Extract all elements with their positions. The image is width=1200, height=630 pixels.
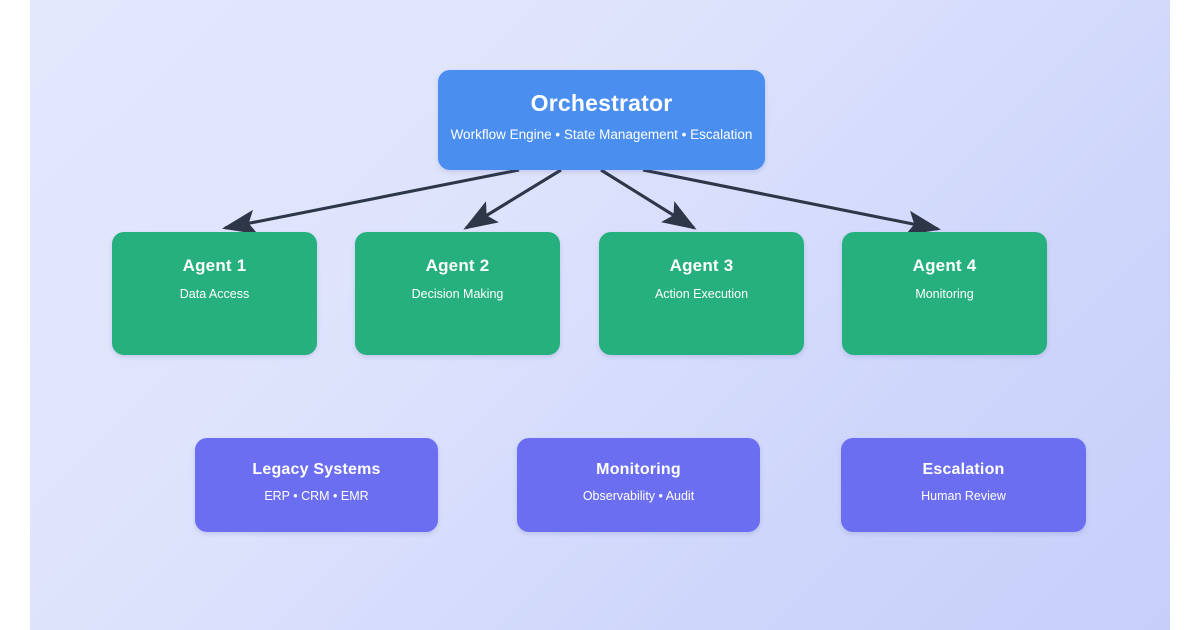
agent-4-subtitle: Monitoring: [915, 286, 974, 301]
agent-1-title: Agent 1: [182, 256, 247, 275]
node-monitoring[interactable]: Monitoring Observability • Audit: [517, 438, 760, 532]
escalation-title: Escalation: [922, 461, 1005, 478]
node-agent-4[interactable]: Agent 4 Monitoring: [842, 232, 1047, 355]
monitoring-subtitle: Observability • Audit: [582, 489, 695, 504]
agent-2-subtitle: Decision Making: [411, 286, 504, 301]
node-agent-3[interactable]: Agent 3 Action Execution: [599, 232, 804, 355]
monitoring-title: Monitoring: [596, 461, 681, 478]
legacy-systems-title: Legacy Systems: [252, 461, 381, 478]
node-agent-1[interactable]: Agent 1 Data Access: [112, 232, 317, 355]
agent-2-title: Agent 2: [425, 256, 490, 275]
node-agent-2[interactable]: Agent 2 Decision Making: [355, 232, 560, 355]
node-orchestrator[interactable]: Orchestrator Workflow Engine • State Man…: [438, 70, 765, 170]
agent-1-subtitle: Data Access: [179, 286, 250, 301]
node-legacy-systems[interactable]: Legacy Systems ERP • CRM • EMR: [195, 438, 438, 532]
node-escalation[interactable]: Escalation Human Review: [841, 438, 1086, 532]
agent-4-title: Agent 4: [912, 256, 977, 275]
escalation-subtitle: Human Review: [921, 489, 1006, 504]
legacy-systems-subtitle: ERP • CRM • EMR: [264, 489, 369, 504]
agent-3-subtitle: Action Execution: [654, 286, 749, 301]
orchestrator-title: Orchestrator: [530, 90, 673, 116]
orchestrator-subtitle: Workflow Engine • State Management • Esc…: [450, 127, 753, 143]
agent-3-title: Agent 3: [669, 256, 734, 275]
